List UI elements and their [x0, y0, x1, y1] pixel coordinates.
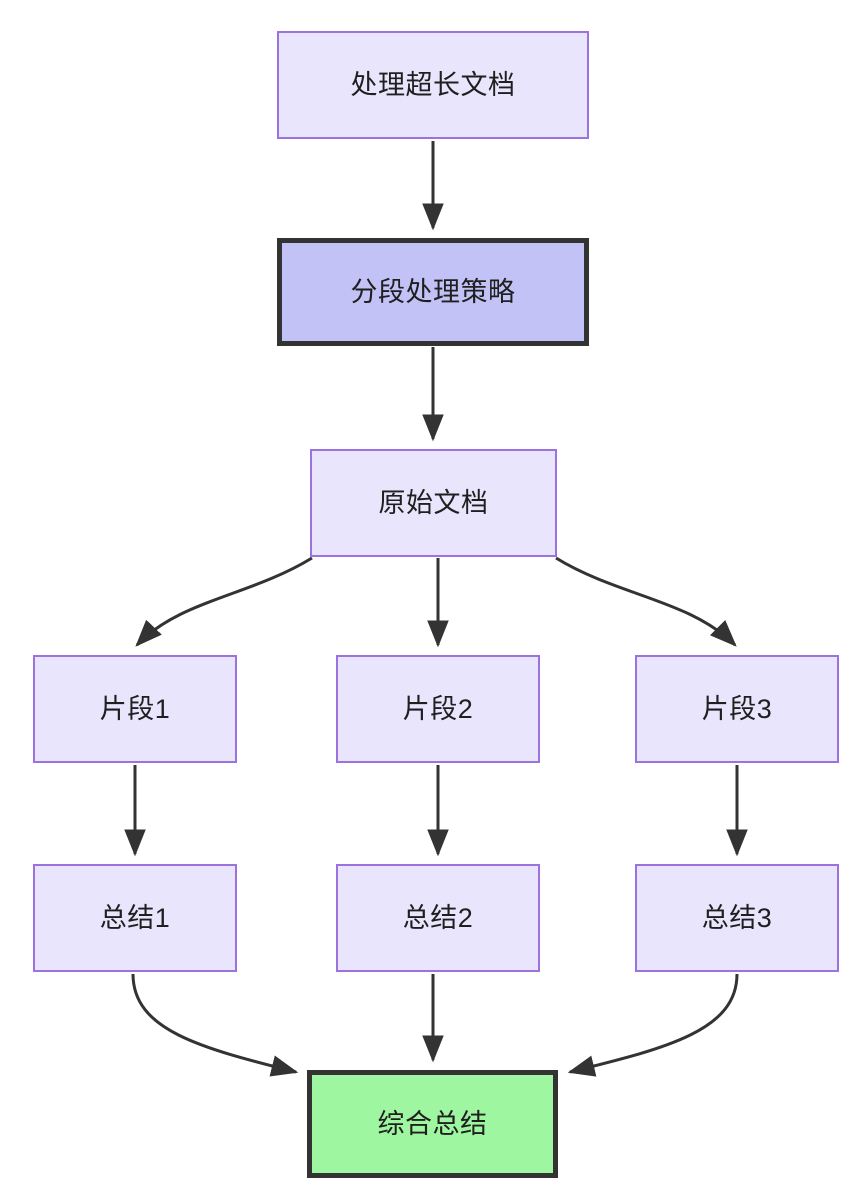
edge-source-to-chunk1 [135, 556, 313, 647]
node-summary3[interactable]: 总结3 [635, 864, 839, 972]
node-label-source: 原始文档 [378, 487, 489, 518]
node-label-summary2: 总结2 [402, 902, 474, 933]
node-summary1[interactable]: 总结1 [33, 864, 237, 972]
node-label-chunk2: 片段2 [402, 693, 474, 724]
edge-summary1-to-final [131, 973, 299, 1077]
node-label-summary1: 总结1 [99, 902, 171, 933]
node-summary2[interactable]: 总结2 [336, 864, 540, 972]
node-final[interactable]: 综合总结 [307, 1070, 558, 1178]
edge-summary3-to-final [567, 973, 739, 1077]
node-label-chunk3: 片段3 [701, 693, 773, 724]
node-label-final: 综合总结 [377, 1108, 488, 1139]
node-chunk2[interactable]: 片段2 [336, 655, 540, 763]
node-strategy[interactable]: 分段处理策略 [277, 238, 589, 346]
node-source[interactable]: 原始文档 [310, 449, 557, 557]
node-label-strategy: 分段处理策略 [350, 276, 516, 307]
node-label-summary3: 总结3 [701, 902, 773, 933]
edge-source-to-chunk3 [555, 556, 737, 647]
node-label-chunk1: 片段1 [99, 693, 171, 724]
node-chunk1[interactable]: 片段1 [33, 655, 237, 763]
node-chunk3[interactable]: 片段3 [635, 655, 839, 763]
node-label-doc_long: 处理超长文档 [350, 69, 516, 100]
node-doc_long[interactable]: 处理超长文档 [277, 31, 589, 139]
